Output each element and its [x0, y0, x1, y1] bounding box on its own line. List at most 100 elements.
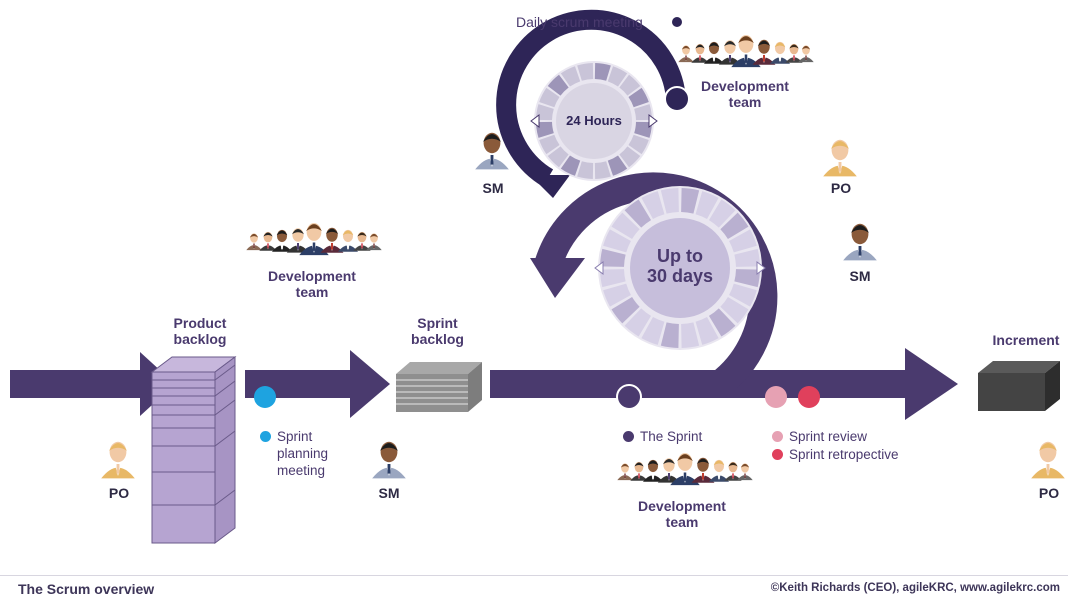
footer-credit: ©Keith Richards (CEO), agileKRC, www.agi…: [770, 582, 1060, 594]
footer-title: The Scrum overview: [18, 581, 155, 597]
dev-team-bottom-member-7: [724, 461, 742, 481]
dev-team-mid-member-5: [320, 227, 344, 253]
po-left-person: [101, 441, 135, 479]
dev-team-bottom-member-0: [617, 463, 633, 481]
product-backlog-label: Product backlog: [160, 315, 240, 347]
wheel-segment: [708, 199, 736, 228]
wheel-segment: [619, 74, 641, 96]
wheel-center: [556, 83, 632, 159]
wheel-segment: [729, 283, 757, 307]
dev-team-bottom-member-5: [691, 457, 715, 483]
dev-team-mid-line1: Development: [268, 268, 356, 284]
product-backlog-line2: backlog: [173, 331, 227, 347]
wheel-segment: [681, 322, 700, 348]
sprint-legend-dot: [623, 431, 634, 442]
wheel-segment: [695, 317, 719, 345]
review-legend-dot: [772, 431, 783, 442]
up-to-label: Up to: [657, 246, 703, 266]
wheel-segment: [603, 229, 631, 253]
daily-scrum-label: Daily scrum meeting: [516, 14, 643, 30]
sm-top-person: [475, 132, 509, 170]
dev-team-top-line1: Development: [701, 78, 789, 94]
wheel-segment: [536, 121, 554, 138]
legend-sprint-retrospective-text: Sprint retropective: [789, 447, 899, 462]
legend-sprint-planning-line2: planning: [277, 446, 329, 461]
dev-team-bottom-label: Development team: [627, 498, 737, 530]
wheel-segment: [624, 199, 652, 228]
po-far-right-person: [1031, 441, 1065, 479]
dev-team-mid-line2: team: [295, 284, 329, 300]
dev-team-mid-member-1: [259, 231, 277, 251]
wheel-segment: [600, 269, 626, 288]
hours-label: 24 Hours: [566, 113, 622, 128]
dev-team-top-member-2: [703, 41, 725, 64]
dev-team-mid-label: Development team: [257, 268, 367, 300]
wheel-segment: [628, 87, 649, 108]
dev-team-bottom-line2: team: [665, 514, 699, 530]
dev-team-top-line2: team: [728, 94, 762, 110]
wheel-segment: [695, 191, 719, 219]
dev-team-mid-member-8: [366, 233, 382, 251]
wheel-segment: [600, 248, 626, 267]
wheel-segment: [660, 322, 679, 348]
wheel-segment: [720, 212, 749, 240]
wheel-segment: [560, 66, 581, 87]
people-icons: [101, 35, 1065, 486]
planning-legend-dot: [260, 431, 271, 442]
wheel-segment: [547, 146, 569, 168]
product-backlog-line1: Product: [173, 315, 227, 331]
dev-team-top-member-7: [785, 43, 803, 63]
po-left-label: PO: [108, 485, 130, 501]
wheel-segment: [603, 283, 631, 307]
dev-team-bottom-member-6: [708, 459, 730, 482]
wheel-segment: [729, 229, 757, 253]
sm-right-person: [843, 223, 877, 261]
wheel-segment: [634, 104, 652, 121]
wheel-segment: [577, 161, 594, 179]
wheel-segment: [628, 134, 649, 155]
sprint-wheel: [594, 186, 766, 350]
sprint-backlog-line2: backlog: [411, 331, 464, 347]
wheel-segment: [619, 146, 641, 168]
wheel-segment: [734, 248, 760, 267]
wheel-segment: [641, 191, 665, 219]
dev-team-top-member-6: [769, 41, 791, 64]
wheel-segment: [547, 74, 569, 96]
wheel-segment: [634, 121, 652, 138]
dev-team-bottom-line1: Development: [638, 498, 726, 514]
wheel-segment: [708, 308, 736, 337]
legend-sprint-retrospective: Sprint retropective: [772, 446, 899, 463]
legend-sprint-planning-line3: meeting: [277, 463, 326, 478]
sprint-planning-dot: [254, 386, 276, 408]
dev-team-mid-member-2: [271, 229, 293, 252]
legend-sprint-review: Sprint review: [772, 428, 867, 445]
increment-label: Increment: [992, 332, 1060, 348]
the-sprint-dot: [616, 384, 642, 410]
wheel-segment: [641, 317, 665, 345]
wheel-segment: [720, 296, 749, 324]
legend-sprint-review-text: Sprint review: [789, 429, 868, 444]
wheel-segment: [607, 66, 628, 87]
sprint-retrospective-dot: [798, 386, 820, 408]
product-backlog-stack: [150, 356, 237, 544]
thirty-days-label: 30 days: [647, 266, 713, 286]
legend-sprint-planning: Sprint planning meeting: [260, 428, 328, 479]
legend-the-sprint-text: The Sprint: [640, 429, 703, 444]
dev-team-mid-member-7: [353, 231, 371, 251]
wheel-center: [630, 218, 730, 318]
wheel-segment: [681, 188, 700, 214]
po-far-right-label: PO: [1038, 485, 1060, 501]
daily-loop-arrow: [496, 9, 690, 198]
footer-divider: [0, 575, 1068, 576]
retro-legend-dot: [772, 449, 783, 460]
sprint-review-dot: [765, 386, 787, 408]
legend-the-sprint: The Sprint: [623, 428, 702, 445]
dev-team-top-label: Development team: [690, 78, 800, 110]
sprint-backlog-line1: Sprint: [417, 315, 458, 331]
po-right-person: [823, 139, 857, 177]
po-right-label: PO: [830, 180, 852, 196]
daily-wheel: [530, 61, 658, 181]
dev-team-bottom-member-1: [630, 461, 648, 481]
dev-team-mid-member-6: [337, 229, 359, 252]
